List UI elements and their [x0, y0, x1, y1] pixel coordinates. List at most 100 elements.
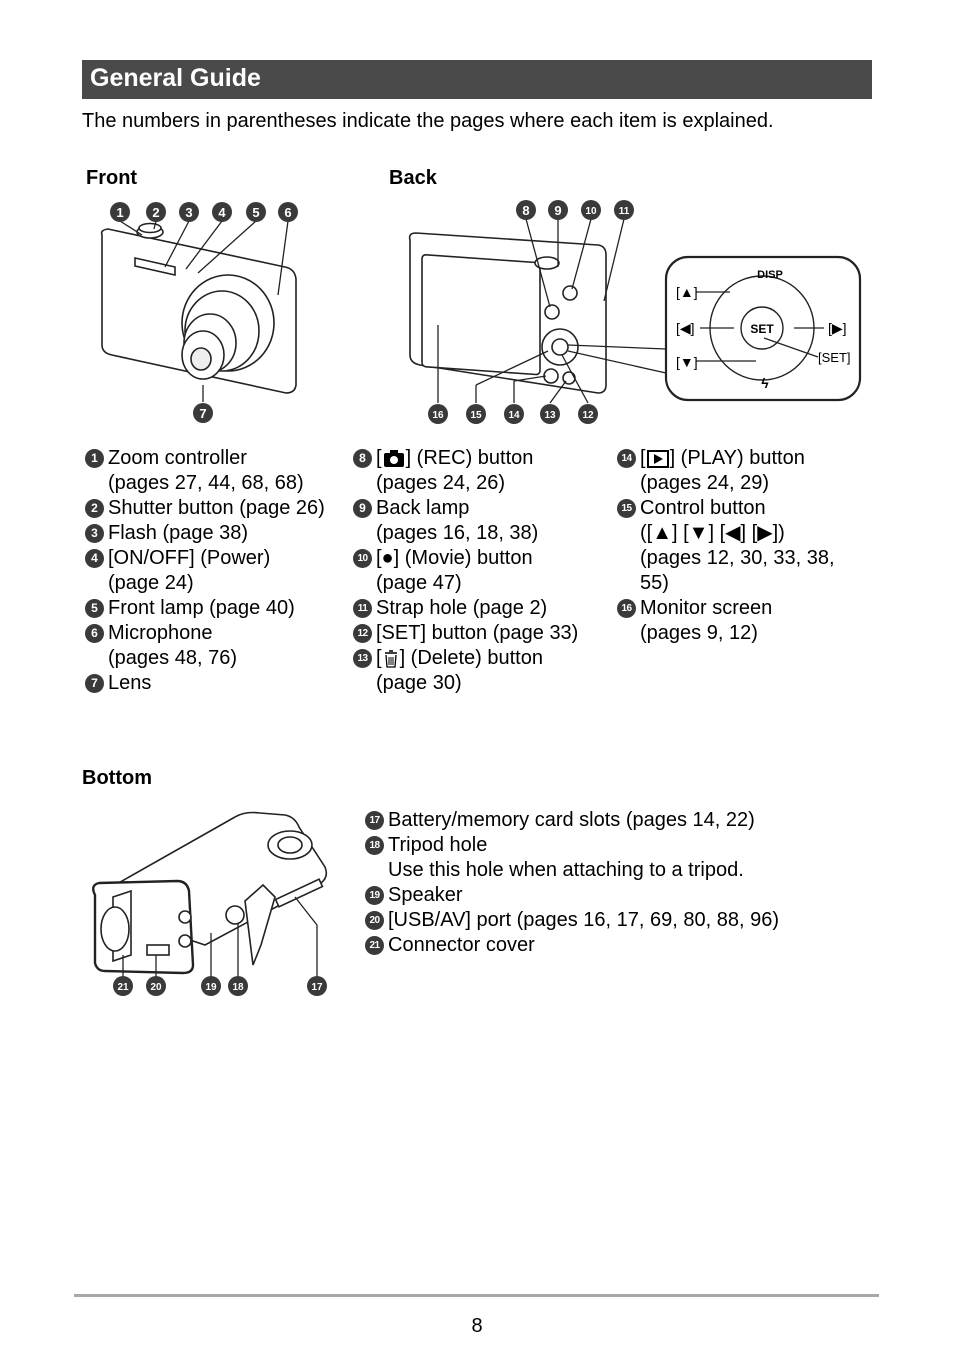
item-text: (pages 24, 29)	[640, 472, 769, 494]
up-label: [▲]	[676, 284, 698, 300]
shutter-top	[534, 256, 560, 270]
callout-label: 8	[522, 203, 529, 218]
section-banner: General Guide	[82, 60, 872, 99]
item-text: (pages 12, 30, 33, 38,	[640, 547, 835, 569]
callout-6	[278, 202, 298, 222]
item-text: ] (REC) button	[405, 447, 534, 469]
callout-label: 17	[311, 982, 323, 993]
callout-label: 15	[470, 410, 482, 421]
callout-label: 1	[116, 205, 123, 220]
front-callouts: 1 2 3 4 5 6 7	[110, 202, 298, 423]
item-text: Battery/memory card slots (pages 14, 22)	[388, 809, 755, 831]
callout-label: 20	[150, 982, 162, 993]
item-text: Strap hole (page 2)	[376, 597, 548, 619]
item-text: (pages 16, 18, 38)	[376, 522, 539, 544]
down-label: [▼]	[676, 354, 698, 370]
callout-number: 9	[353, 499, 372, 518]
callout-number: 21	[365, 936, 384, 955]
callout-number: 17	[365, 811, 384, 830]
callout-17	[307, 976, 327, 996]
list-item: 12[SET] button (page 33)	[353, 621, 578, 646]
callout-number: 19	[365, 886, 384, 905]
item-text: Zoom controller	[108, 447, 247, 469]
callout-label: 5	[252, 205, 259, 220]
footer-divider	[74, 1294, 879, 1297]
callout-14	[504, 404, 524, 424]
callout-label: 10	[585, 206, 597, 217]
callout-12	[578, 404, 598, 424]
flash-icon: ϟ	[761, 375, 769, 391]
play-icon	[646, 450, 669, 468]
item-text: ([▲] [▼] [◀] [▶])	[640, 522, 785, 544]
callout-1	[110, 202, 130, 222]
callout-5	[246, 202, 266, 222]
item-text: [●] (Movie) button	[376, 547, 533, 569]
movie-button	[562, 285, 578, 301]
callout-number: 12	[353, 624, 372, 643]
rec-button	[544, 304, 560, 320]
callout-7	[193, 403, 213, 423]
play-button	[543, 368, 559, 384]
disp-label: DISP	[757, 269, 783, 281]
callout-18	[228, 976, 248, 996]
list-item: 4[ON/OFF] (Power)	[85, 546, 325, 571]
control-inset	[664, 255, 862, 402]
list-item: 20[USB/AV] port (pages 16, 17, 69, 80, 8…	[365, 908, 779, 933]
bottom-callouts: 21 20 19 18 17	[113, 976, 327, 996]
item-text: ] (PLAY) button	[669, 447, 805, 469]
item-text: [	[640, 447, 646, 469]
callout-number: 11	[353, 599, 372, 618]
callout-8	[516, 200, 536, 220]
callout-number: 4	[85, 549, 104, 568]
page-title: General Guide	[90, 64, 261, 92]
callout-label: 3	[185, 205, 192, 220]
flash-window	[134, 257, 176, 276]
front-camera-diagram: 1 2 3 4 5 6 7	[100, 202, 298, 423]
back-heading: Back	[389, 167, 437, 189]
item-text: (page 24)	[108, 572, 194, 594]
item-text: (pages 24, 26)	[376, 472, 505, 494]
back-callouts: 8 9 10 11 16 15 14 13 12	[428, 200, 634, 424]
item-text: Monitor screen	[640, 597, 773, 619]
callout-number: 16	[617, 599, 636, 618]
intro-text: The numbers in parentheses indicate the …	[82, 110, 774, 132]
callout-label: 13	[544, 410, 556, 421]
callout-label: 9	[554, 203, 561, 218]
monitor-screen	[421, 254, 541, 376]
callout-label: 18	[232, 982, 244, 993]
callout-number: 20	[365, 911, 384, 930]
callout-number: 18	[365, 836, 384, 855]
item-text: (pages 9, 12)	[640, 622, 758, 644]
callout-4	[212, 202, 232, 222]
item-text: (page 47)	[376, 572, 462, 594]
item-text: [ON/OFF] (Power)	[108, 547, 271, 569]
item-text: [	[376, 647, 382, 669]
callout-number: 8	[353, 449, 372, 468]
callout-number: 15	[617, 499, 636, 518]
callout-11	[614, 200, 634, 220]
item-text: Control button	[640, 497, 766, 519]
bottom-heading: Bottom	[82, 767, 152, 789]
callout-16	[428, 404, 448, 424]
back-camera-diagram: DISP SET [▲] [◀] [▶] [▼] [SET] ϟ 8 9 10 …	[408, 200, 862, 424]
callout-label: 21	[117, 982, 129, 993]
item-text: (page 30)	[376, 672, 462, 694]
item-text: [USB/AV] port (pages 16, 17, 69, 80, 88,…	[388, 909, 779, 931]
item-text: Front lamp (page 40)	[108, 597, 295, 619]
bottom-camera-diagram: 21 20 19 18 17	[92, 811, 328, 996]
front-heading: Front	[86, 167, 138, 189]
usb-port	[146, 944, 170, 956]
callout-label: 16	[432, 410, 444, 421]
left-label: [◀]	[676, 320, 695, 336]
callout-3	[179, 202, 199, 222]
item-text: 55)	[640, 572, 669, 594]
